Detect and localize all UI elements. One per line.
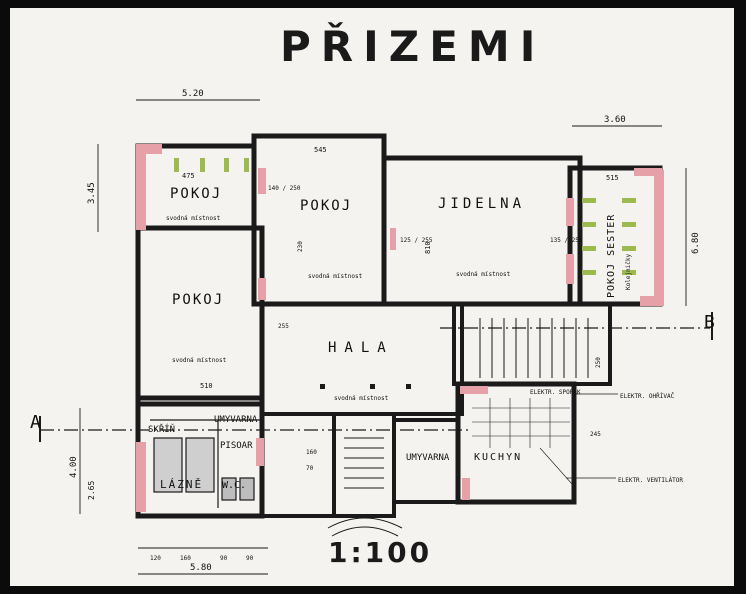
note-ohrivac: ELEKTR. OHŘÍVAČ xyxy=(620,392,675,400)
wall-jidelna xyxy=(381,155,583,307)
pink-wall-4 xyxy=(258,278,266,300)
dim-90: 90 xyxy=(220,555,228,562)
pink-wall-6 xyxy=(566,198,574,226)
dim-515: 515 xyxy=(606,174,619,182)
wc-stall xyxy=(221,477,237,501)
entrance-steps xyxy=(331,526,399,537)
wall-kuchyn xyxy=(455,381,577,505)
floor-plan: POKOJ POKOJ POKOJ JIDELNA POKOJ SESTER H… xyxy=(30,89,715,575)
dim-top-right: 3.60 xyxy=(604,115,626,125)
pink-wall-12 xyxy=(256,438,264,466)
dim-left-a: 3.45 xyxy=(87,182,97,204)
room-label-pokoj-c: POKOJ xyxy=(300,198,352,214)
column xyxy=(370,384,375,389)
room-label-pokoj-sester: POKOJ SESTER xyxy=(606,214,617,298)
plan-title: PŘIZEMI xyxy=(280,22,546,71)
section-marker-b: B xyxy=(704,312,715,333)
dim-250: 250 xyxy=(595,357,602,368)
bath-stall xyxy=(153,437,183,493)
dim-545: 545 xyxy=(314,146,327,154)
column xyxy=(406,384,411,389)
pink-wall-11 xyxy=(136,442,146,512)
room-label-lazne: LÁZNĚ xyxy=(160,478,203,491)
room-label-pokoj-a: POKOJ xyxy=(170,186,222,202)
window-3 xyxy=(224,158,229,172)
window-1 xyxy=(174,158,179,172)
bath-stall xyxy=(185,437,215,493)
window-2 xyxy=(200,158,205,172)
pink-wall-5 xyxy=(390,228,396,250)
dim-bottom: 5.80 xyxy=(190,563,212,573)
wall-stair-right xyxy=(452,302,612,386)
wall-corridor xyxy=(260,412,336,518)
dim-810: 810 xyxy=(424,241,432,254)
window-11 xyxy=(622,246,636,251)
room-label-pisoar: PISOAR xyxy=(220,441,253,451)
dim-255: 255 xyxy=(278,323,289,330)
room-label-umyvarna-a: UMYVARNA xyxy=(214,415,258,425)
room-label-pokoj-b: POKOJ xyxy=(172,292,224,308)
pink-wall-7 xyxy=(566,254,574,284)
column xyxy=(320,384,325,389)
room-label-umyvarna-b: UMYVARNA xyxy=(406,453,450,463)
wall-pokoj-b xyxy=(135,225,265,407)
window-9 xyxy=(622,198,636,203)
pink-wall-9 xyxy=(634,168,662,176)
pink-wall-13 xyxy=(462,478,470,500)
dim-245: 245 xyxy=(590,431,601,438)
pink-wall-3 xyxy=(258,168,266,194)
window-10 xyxy=(622,222,636,227)
window-6 xyxy=(582,222,596,227)
room-label-jidelna: JIDELNA xyxy=(438,196,525,212)
dim-left-c: 2.65 xyxy=(87,481,96,500)
pink-wall-2 xyxy=(136,144,162,154)
dim-140-250: 140 / 250 xyxy=(268,185,301,192)
section-marker-a: A xyxy=(30,412,41,433)
entrance-steps xyxy=(327,517,403,529)
dim-135-255: 135 / 255 xyxy=(550,237,583,244)
note-svodna-d: svodná místnost xyxy=(456,271,511,278)
room-label-skrin: SKŘÍŇ xyxy=(148,423,175,435)
drawing-sheet: PŘIZEMI xyxy=(10,8,734,586)
kitchen-diagonal xyxy=(539,447,573,485)
room-label-hala: HALA xyxy=(328,340,394,356)
window-5 xyxy=(582,198,596,203)
note-ventilator: ELEKTR. VENTILÁTOR xyxy=(618,477,683,484)
pink-wall-8 xyxy=(654,170,664,306)
dim-top-left: 5.20 xyxy=(182,89,204,99)
note-svodna-a: svodná místnost xyxy=(166,215,221,222)
room-label-kuchyn: KUCHYN xyxy=(474,452,522,463)
pink-wall-1 xyxy=(136,144,146,230)
dim-160b: 160 xyxy=(306,449,317,456)
pink-wall-10 xyxy=(640,296,662,306)
dim-90b: 90 xyxy=(246,555,254,562)
dim-70: 70 xyxy=(306,465,314,472)
dim-230: 230 xyxy=(297,241,304,252)
wall-entrance xyxy=(332,412,396,518)
window-8 xyxy=(582,270,596,275)
note-svodna-c: svodná místnost xyxy=(308,273,363,280)
dim-160: 160 xyxy=(180,555,191,562)
dim-120: 120 xyxy=(150,555,161,562)
room-label-wc: W.C. xyxy=(222,480,246,491)
dim-right: 6.80 xyxy=(691,232,701,254)
window-4 xyxy=(244,158,249,172)
note-svodna-b: svodná místnost xyxy=(172,357,227,364)
note-sporak: ELEKTR. SPORÁK xyxy=(530,389,581,396)
window-7 xyxy=(582,246,596,251)
dim-475: 475 xyxy=(182,172,195,180)
wc-stall xyxy=(239,477,255,501)
note-kolejnicky: Kolejničky xyxy=(625,253,632,290)
dim-510: 510 xyxy=(200,382,213,390)
window-12 xyxy=(622,270,636,275)
dim-125-255: 125 / 255 xyxy=(400,237,433,244)
scale-label: 1:100 xyxy=(328,536,433,569)
note-svodna-e: svodná místnost xyxy=(334,395,389,402)
dim-left-b: 4.00 xyxy=(69,456,79,478)
pink-wall-14 xyxy=(460,386,488,394)
